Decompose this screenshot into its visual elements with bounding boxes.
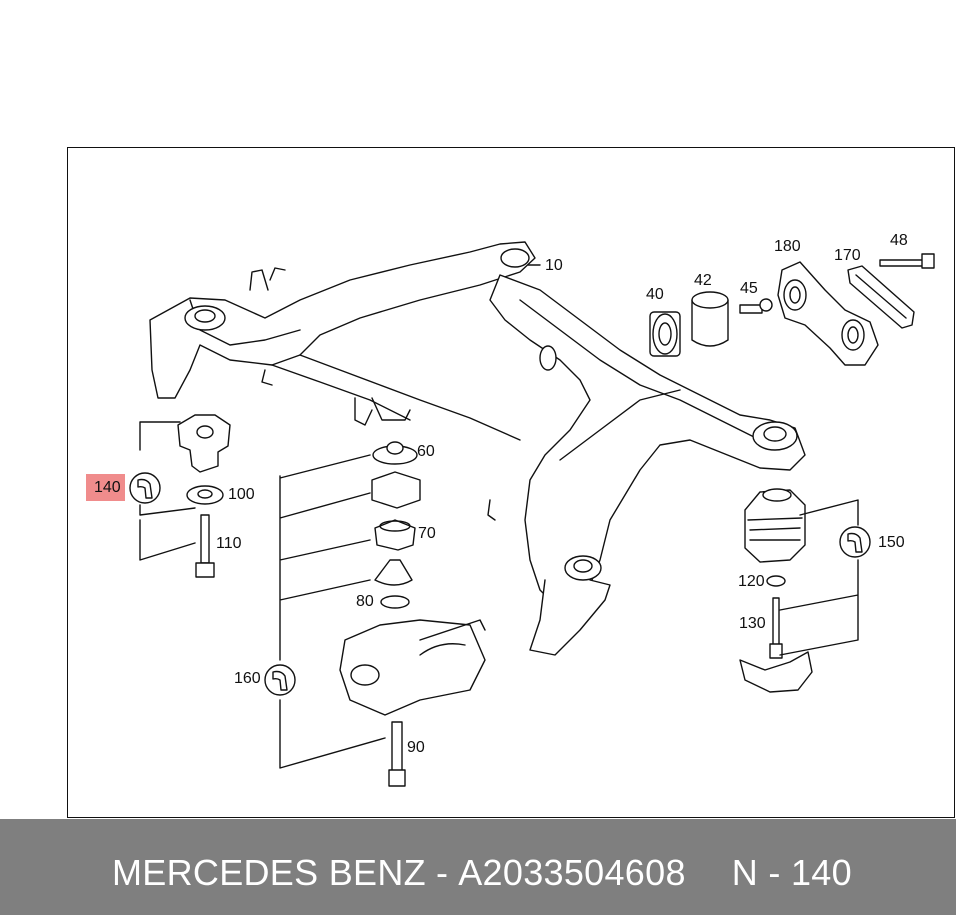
bush-40 <box>649 311 681 357</box>
callout-45: 45 <box>740 280 758 297</box>
wrench-icon <box>839 526 871 558</box>
washer-120 <box>766 575 786 587</box>
callout-140-highlighted[interactable]: 140 <box>86 474 125 501</box>
bracket-lines-150 <box>779 499 859 656</box>
bump-stop-70 <box>374 519 416 551</box>
rear-subframe <box>149 241 806 656</box>
callout-130: 130 <box>739 615 766 632</box>
bracket-lines-160 <box>279 454 386 769</box>
wrench-icon <box>264 664 296 696</box>
spacer <box>371 471 421 509</box>
callout-42: 42 <box>694 272 712 289</box>
callout-70: 70 <box>418 525 436 542</box>
bracket-lines-140 <box>139 421 196 561</box>
carrier-housing <box>339 619 486 716</box>
callout-160: 160 <box>234 670 261 687</box>
washer-60 <box>372 441 418 465</box>
callout-10: 10 <box>545 257 563 274</box>
mount-140 <box>177 414 231 473</box>
bolt-48 <box>879 253 935 269</box>
wrench-icon <box>129 472 161 504</box>
callout-48: 48 <box>890 232 908 249</box>
rubber-cone <box>374 559 413 586</box>
mount-150 <box>744 488 806 563</box>
bolt-90 <box>388 721 406 787</box>
callout-60: 60 <box>417 443 435 460</box>
callout-80: 80 <box>356 593 374 610</box>
callout-170: 170 <box>834 247 861 264</box>
nut-80 <box>380 595 410 609</box>
callout-150: 150 <box>878 534 905 551</box>
callout-90: 90 <box>407 739 425 756</box>
footer-brand: MERCEDES BENZ <box>112 852 426 893</box>
bolt-45 <box>739 298 773 314</box>
footer-part-number: A2033504608 <box>458 852 686 893</box>
callout-180: 180 <box>774 238 801 255</box>
footer-position-code: N - 140 <box>731 852 852 893</box>
bolt-130 <box>769 597 783 659</box>
footer-separator: - <box>435 852 449 893</box>
washer-100 <box>186 485 224 505</box>
footer-caption: MERCEDES BENZ-A2033504608 N - 140 <box>112 853 852 893</box>
bolt-110 <box>195 514 215 578</box>
plate-170 <box>847 265 915 329</box>
footer-bar <box>0 819 956 915</box>
callout-100: 100 <box>228 486 255 503</box>
sleeve-42 <box>691 291 729 347</box>
callout-110: 110 <box>216 535 242 552</box>
guard-plate <box>739 651 813 693</box>
callout-40: 40 <box>646 286 664 303</box>
bracket-180 <box>777 261 879 366</box>
callout-120: 120 <box>738 573 765 590</box>
